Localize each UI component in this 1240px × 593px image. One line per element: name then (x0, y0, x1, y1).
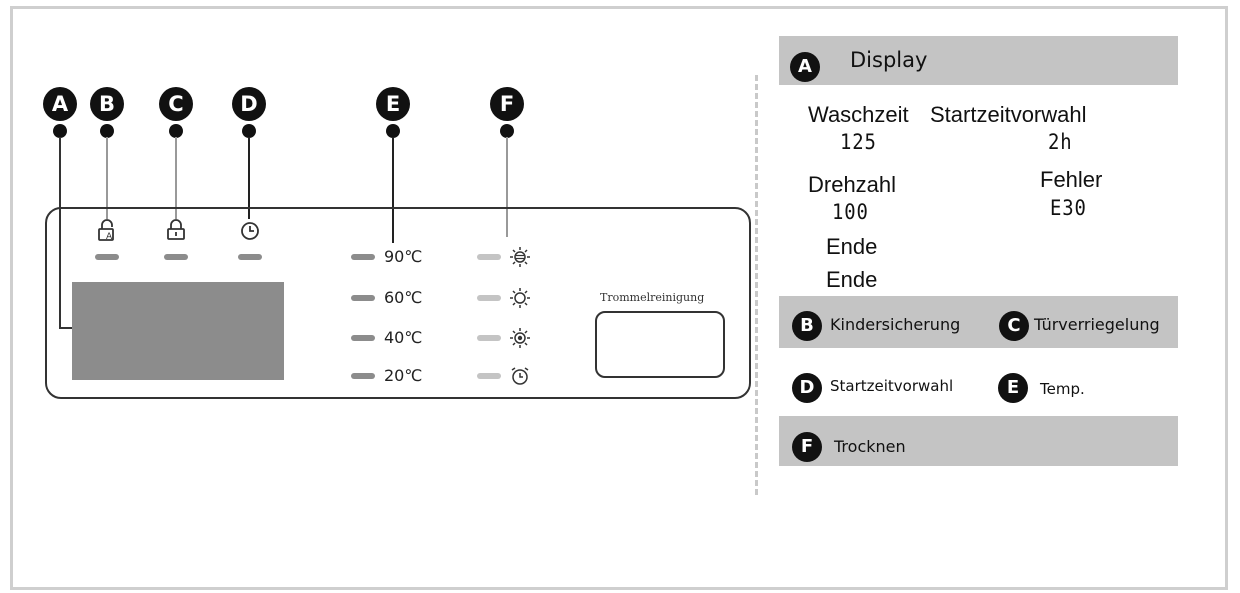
timer-icon (241, 222, 259, 240)
legend-badge-e: E (998, 373, 1028, 403)
lcd-display (72, 282, 284, 380)
legend-title-display: Display (850, 48, 928, 72)
legend-badge-f: F (792, 432, 822, 462)
legend-bar-a (779, 36, 1178, 85)
control-panel (45, 207, 751, 399)
legend-badge-b: B (792, 311, 822, 341)
diagram-frame (10, 6, 1228, 590)
temp-label-90: 90℃ (384, 247, 423, 266)
delay-value: 2h (1048, 130, 1073, 154)
end-label-1: Ende (826, 234, 878, 259)
led-door-lock (164, 254, 188, 260)
legend-label-child-lock: Kindersicherung (830, 315, 961, 334)
temp-label-20: 20℃ (384, 366, 423, 385)
sun-outline-icon (510, 288, 530, 308)
led-dry-3 (477, 335, 501, 341)
callout-e: E (376, 87, 410, 121)
delay-label: Startzeitvorwahl (930, 102, 1087, 127)
legend-label-dry: Trocknen (834, 437, 906, 456)
drum-clean-label: Trommelreinigung (600, 291, 705, 304)
leader-dot-e (386, 124, 400, 138)
legend-badge-d: D (792, 373, 822, 403)
legend-badge-a: A (790, 52, 820, 82)
error-value: E30 (1050, 196, 1087, 220)
error-label: Fehler (1040, 167, 1103, 192)
spin-value: 100 (832, 200, 869, 224)
wash-time-value: 125 (840, 130, 877, 154)
leader-line-c (175, 137, 177, 219)
drum-clean-button[interactable] (595, 311, 725, 378)
alarm-clock-icon (511, 367, 529, 385)
child-lock-icon: A (98, 219, 114, 242)
led-dry-1 (477, 254, 501, 260)
led-dry-2 (477, 295, 501, 301)
svg-text:A: A (106, 232, 113, 242)
callout-d: D (232, 87, 266, 121)
callout-a: A (43, 87, 77, 121)
legend-bar-f (779, 416, 1178, 466)
leader-line-b (106, 137, 108, 219)
spin-label: Drehzahl (808, 172, 897, 197)
legend-label-delay: Startzeitvorwahl (830, 377, 954, 395)
led-temp-40 (351, 335, 375, 341)
legend-label-door-lock: Türverriegelung (1034, 315, 1160, 334)
wash-time-label: Waschzeit (808, 102, 909, 127)
leader-dot-b (100, 124, 114, 138)
divider (755, 75, 758, 495)
callout-f: F (490, 87, 524, 121)
callout-c: C (159, 87, 193, 121)
led-temp-90 (351, 254, 375, 260)
leader-line-f (506, 137, 508, 237)
led-temp-60 (351, 295, 375, 301)
legend-label-temp: Temp. (1040, 380, 1085, 398)
temp-label-60: 60℃ (384, 288, 423, 307)
sun-filled-icon (510, 328, 530, 348)
temp-label-40: 40℃ (384, 328, 423, 347)
led-child-lock (95, 254, 119, 260)
leader-dot-c (169, 124, 183, 138)
led-temp-20 (351, 373, 375, 379)
leader-line-a (59, 137, 61, 328)
leader-dot-a (53, 124, 67, 138)
legend-bar-bc (779, 296, 1178, 348)
leader-line-d (248, 137, 250, 219)
leader-dot-f (500, 124, 514, 138)
legend-badge-c: C (999, 311, 1029, 341)
end-label-2: Ende (826, 267, 878, 292)
led-dry-4 (477, 373, 501, 379)
leader-dot-d (242, 124, 256, 138)
led-timer (238, 254, 262, 260)
callout-b: B (90, 87, 124, 121)
leader-line-e (392, 137, 394, 243)
sun-dry-icon (510, 247, 530, 267)
door-lock-icon (167, 219, 185, 240)
